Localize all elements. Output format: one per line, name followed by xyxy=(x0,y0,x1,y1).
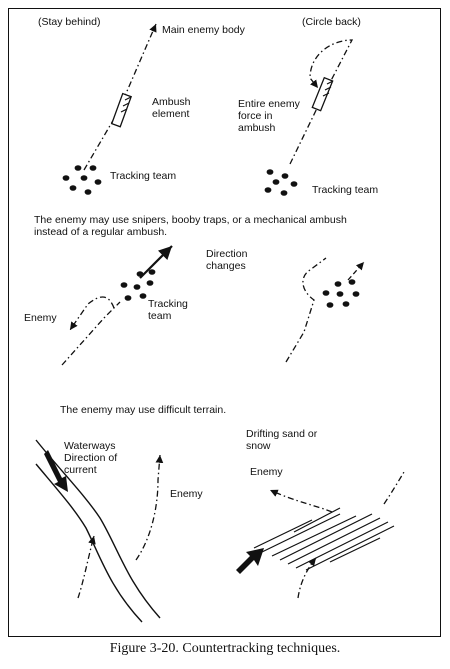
main-enemy-path xyxy=(83,23,157,171)
enemy-label-middle: Enemy xyxy=(24,312,57,324)
direction-changes-label: Direction changes xyxy=(206,248,248,272)
stay-behind-label: (Stay behind) xyxy=(38,16,101,28)
tracking-team-middle-label: Tracking team xyxy=(148,298,188,322)
circle-back-path xyxy=(289,39,354,165)
circle-back-label: (Circle back) xyxy=(302,16,361,28)
figure-caption: Figure 3-20. Countertracking techniques. xyxy=(109,641,341,656)
tracking-team-middle-dots xyxy=(120,269,156,301)
entire-force-label: Entire enemy force in ambush xyxy=(238,98,300,134)
enemy-side-path-right xyxy=(383,471,405,505)
enemy-entry-path-right xyxy=(297,557,317,599)
drifting-sand-label: Drifting sand or snow xyxy=(246,428,318,452)
current-arrow xyxy=(44,450,68,492)
direction-arrow-right xyxy=(347,261,365,281)
diagram-frame xyxy=(8,8,441,637)
direction-change-path-left xyxy=(61,301,121,366)
waterway-river xyxy=(35,439,161,623)
ambush-element-label: Ambush element xyxy=(152,96,191,120)
tracking-team-right2-dots xyxy=(322,279,360,308)
entire-force-ambush-icon xyxy=(311,76,334,112)
panel3-note: The enemy may use difficult terrain. xyxy=(60,404,227,416)
direction-arrow xyxy=(139,245,173,279)
tracking-team-right-dots xyxy=(264,169,298,196)
enemy-path-left xyxy=(135,454,164,561)
enemy-crossing-path-left xyxy=(77,535,96,599)
ambush-element-icon xyxy=(110,92,133,128)
enemy-label-river: Enemy xyxy=(170,488,203,500)
enemy-exit-path-right xyxy=(269,489,333,513)
direction-change-path-right xyxy=(285,257,327,363)
panel2-note: The enemy may use snipers, booby traps, … xyxy=(34,214,347,238)
tracking-team-right-label: Tracking team xyxy=(312,184,379,196)
waterways-label: Waterways Direction of current xyxy=(64,440,118,476)
drifting-sand-lines xyxy=(253,507,395,571)
enemy-branch-left xyxy=(69,296,115,331)
main-enemy-body-label: Main enemy body xyxy=(162,24,245,36)
enemy-label-sand: Enemy xyxy=(250,466,283,478)
tracking-team-left-label: Tracking team xyxy=(110,170,177,182)
wind-arrow xyxy=(236,548,264,574)
tracking-team-left-dots xyxy=(62,165,102,195)
